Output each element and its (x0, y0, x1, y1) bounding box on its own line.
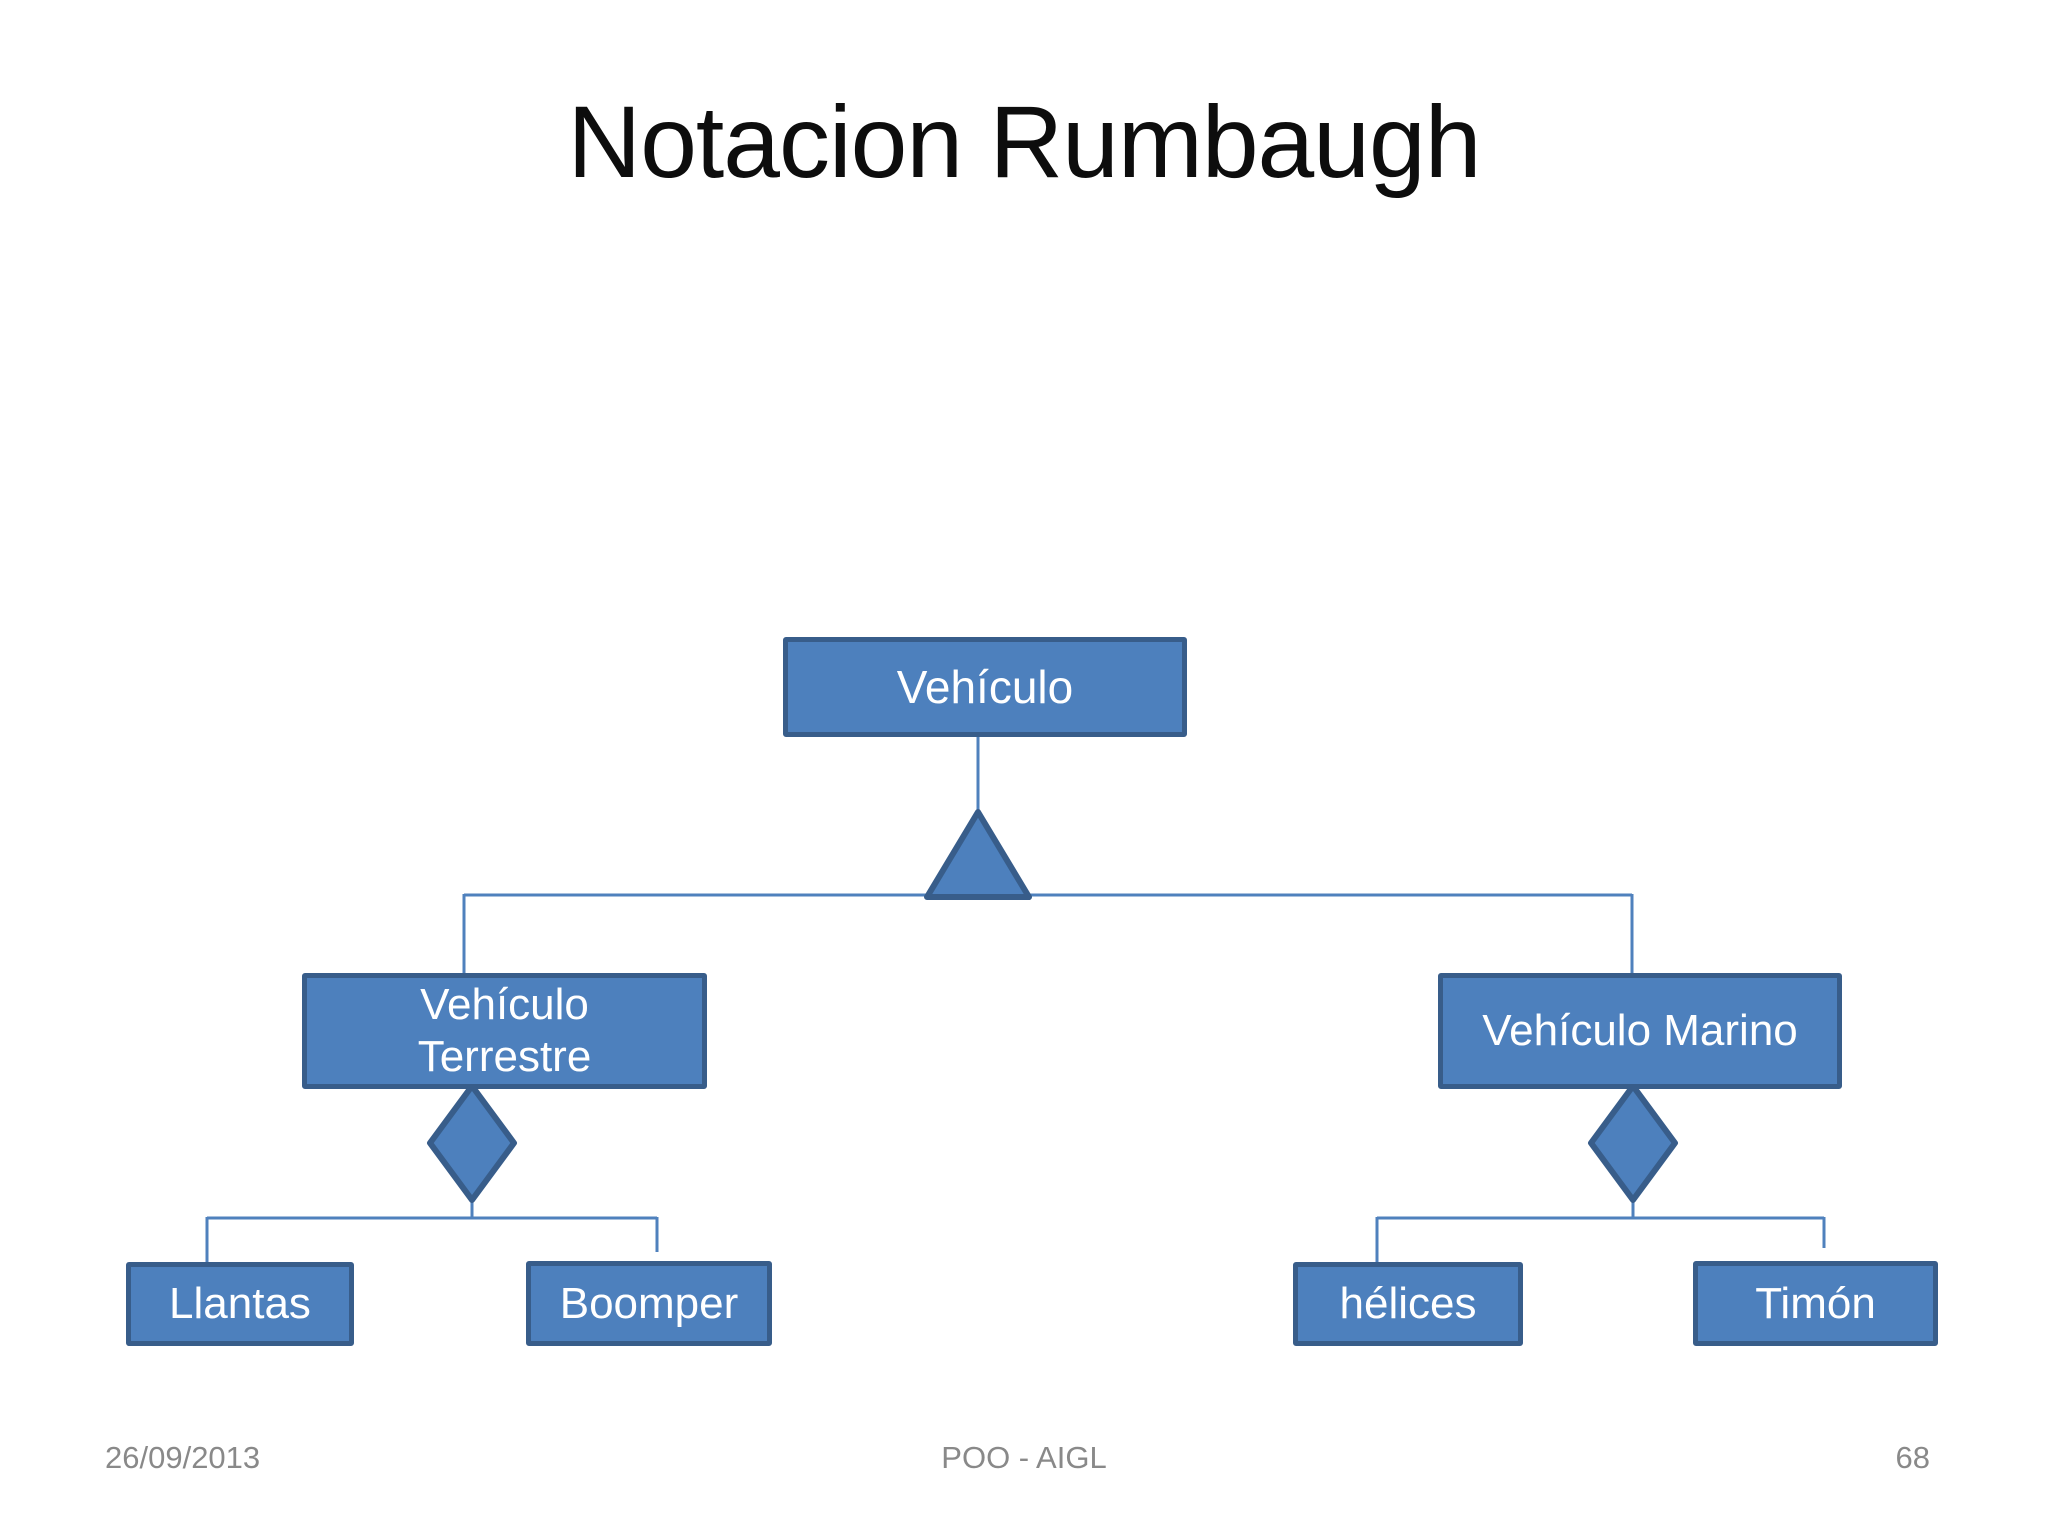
slide-title: Notacion Rumbaugh (567, 85, 1482, 199)
node-vehiculo-terrestre-label-line1: Vehículo (420, 980, 589, 1030)
aggregation-diamond-icon-right (1588, 1083, 1678, 1203)
node-vehiculo-terrestre: Vehículo Terrestre (302, 973, 707, 1089)
node-helices-label: hélices (1339, 1279, 1477, 1329)
node-vehiculo-marino-label: Vehículo Marino (1482, 1006, 1798, 1056)
node-llantas-label: Llantas (169, 1279, 311, 1329)
footer-page-number: 68 (1895, 1440, 1930, 1475)
inheritance-triangle-icon (924, 809, 1032, 900)
node-helices: hélices (1293, 1262, 1523, 1346)
aggregation-diamond-icon-left (427, 1083, 517, 1203)
node-llantas: Llantas (126, 1262, 354, 1346)
node-boomper-label: Boomper (559, 1278, 739, 1328)
node-timon: Timón (1693, 1261, 1938, 1346)
node-vehiculo-label: Vehículo (896, 660, 1074, 713)
footer-date: 26/09/2013 (105, 1440, 261, 1475)
node-vehiculo-terrestre-label-line2: Terrestre (417, 1032, 592, 1081)
node-vehiculo-marino: Vehículo Marino (1438, 973, 1842, 1089)
footer-course-label: POO - AIGL (941, 1440, 1107, 1475)
node-timon-label: Timón (1755, 1278, 1876, 1328)
node-vehiculo: Vehículo (783, 637, 1187, 737)
node-boomper: Boomper (526, 1261, 772, 1346)
